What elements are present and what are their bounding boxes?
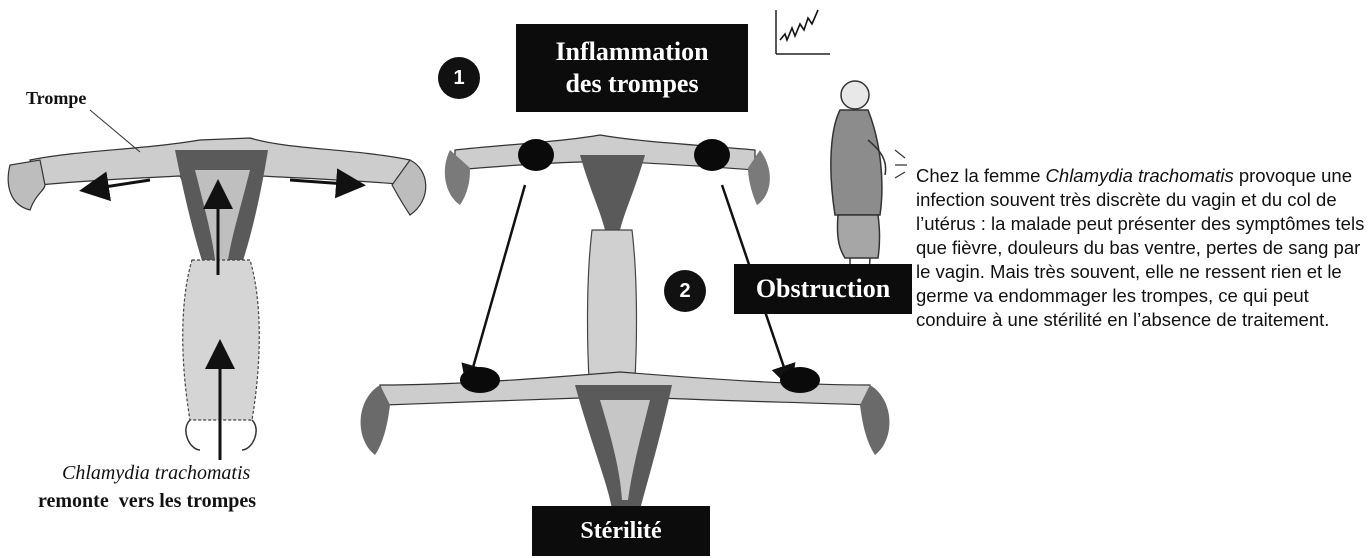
caption-action: remonte vers les trompes xyxy=(38,490,256,513)
step-1-box: Inflammation des trompes xyxy=(516,24,748,112)
description-body: provoque une infection souvent très disc… xyxy=(916,165,1364,330)
description-text: Chez la femme Chlamydia trachomatis prov… xyxy=(916,164,1366,332)
step-1-title-line1: Inflammation xyxy=(555,36,708,68)
fimbria-left xyxy=(8,160,45,210)
step-2-box: Obstruction xyxy=(734,264,912,314)
caption-species: Chlamydia trachomatis xyxy=(62,462,250,485)
step-1-badge: 1 xyxy=(438,57,480,99)
trompe-label: Trompe xyxy=(26,88,86,109)
obstruction-left xyxy=(460,367,500,393)
fever-graph-icon xyxy=(776,10,830,54)
description-prefix: Chez la femme xyxy=(916,165,1046,186)
step-2-badge: 2 xyxy=(664,270,706,312)
outcome-box: Stérilité xyxy=(532,506,710,556)
inflammation-left xyxy=(518,139,554,171)
description-species: Chlamydia trachomatis xyxy=(1046,165,1234,186)
step-1-title-line2: des trompes xyxy=(565,68,698,100)
uterus-bottom-center xyxy=(361,367,890,510)
obstruction-right xyxy=(780,367,820,393)
inflammation-right xyxy=(694,139,730,171)
sick-woman-illustration xyxy=(831,81,907,290)
